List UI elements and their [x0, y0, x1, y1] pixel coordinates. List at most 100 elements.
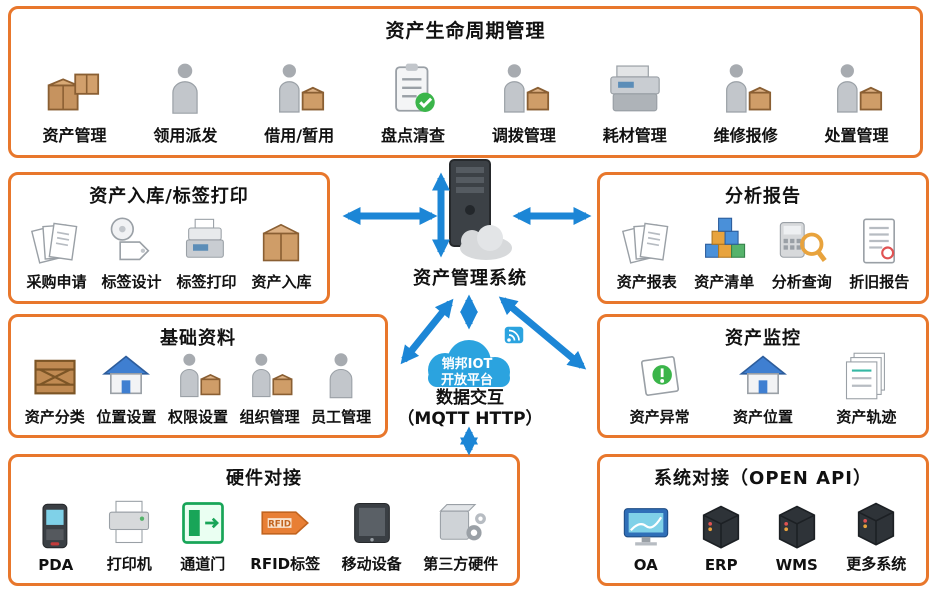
- item-third-party-hardware: 第三方硬件: [423, 497, 498, 574]
- alert-doc-icon: [634, 350, 686, 402]
- system-items: OA ERP WMS 更多系统: [600, 490, 926, 583]
- item-label: 标签打印: [176, 273, 237, 291]
- item-label: 资产报表: [616, 273, 677, 291]
- basic-items: 资产分类 位置设置 权限设置 组织管理 员工管理: [11, 350, 385, 436]
- item-label: 资产管理: [42, 126, 107, 145]
- label-printer-icon: [180, 215, 232, 267]
- item-label: 耗材管理: [602, 126, 667, 145]
- item-asset-trace: 资产轨迹: [836, 350, 896, 427]
- item-label: 分析查询: [771, 273, 832, 291]
- server-tower-icon: [449, 159, 512, 260]
- channel-gate-icon: [177, 497, 229, 549]
- item-label: 更多系统: [846, 555, 907, 573]
- item-label: 第三方硬件: [423, 555, 499, 573]
- panel-lifecycle: 资产生命周期管理 资产管理 领用派发 借用/暂用 盘点清查 调拨管理: [8, 6, 923, 158]
- panel-basic: 基础资料 资产分类 位置设置 权限设置 组织管理 员工管理: [8, 314, 388, 438]
- item-more-systems: 更多系统: [846, 497, 906, 574]
- item-repair: 维修报修: [714, 60, 778, 146]
- data-exchange-label: 数据交互 （MQTT HTTP）: [360, 388, 580, 429]
- person-dispatch-icon: [156, 60, 214, 118]
- item-label: 借用/暂用: [264, 126, 335, 145]
- transfer-cart-icon: [495, 60, 553, 118]
- pda-icon: [30, 500, 82, 552]
- item-label: 资产异常: [629, 408, 690, 426]
- item-channel-gate: 通道门: [177, 497, 229, 574]
- asset-house-icon: [737, 350, 789, 402]
- cloud-text-line1: 销邦IOT: [442, 356, 493, 372]
- item-label: 折旧报告: [849, 273, 910, 291]
- item-label: 维修报修: [713, 126, 778, 145]
- wms-server-icon: [771, 500, 823, 552]
- disposal-person-icon: [828, 60, 886, 118]
- monitor-items: 资产异常 资产位置 资产轨迹: [600, 350, 926, 436]
- repair-person-icon: [717, 60, 775, 118]
- cartons-icon: [45, 60, 103, 118]
- item-asset-category: 资产分类: [25, 350, 85, 427]
- item-label: 资产轨迹: [836, 408, 897, 426]
- item-label: 处置管理: [824, 126, 889, 145]
- item-label: 位置设置: [96, 408, 157, 426]
- item-erp: ERP: [695, 500, 747, 574]
- item-label: 调拨管理: [491, 126, 556, 145]
- item-label: 资产位置: [732, 408, 793, 426]
- item-disposal: 处置管理: [825, 60, 889, 146]
- item-rfid-tag: RFID RFID标签: [250, 497, 320, 574]
- item-label: 通道门: [180, 555, 226, 573]
- calc-search-icon: [776, 215, 828, 267]
- item-pda: PDA: [30, 500, 82, 574]
- item-label: 员工管理: [311, 408, 372, 426]
- panel-title: 分析报告: [725, 186, 801, 207]
- panel-title: 资产生命周期管理: [385, 20, 546, 42]
- panel-system: 系统对接（OPEN API） OA ERP WMS 更多系统: [597, 454, 929, 586]
- org-person-icon: [244, 350, 296, 402]
- more-systems-server-icon: [850, 497, 902, 549]
- person-borrow-icon: [270, 60, 328, 118]
- rfid-tag-icon: RFID: [259, 497, 311, 549]
- item-label: 资产清单: [694, 273, 755, 291]
- item-label: 权限设置: [167, 408, 228, 426]
- item-label: 采购申请: [26, 273, 87, 291]
- item-asset-location: 资产位置: [733, 350, 793, 427]
- wooden-crate-icon: [29, 350, 81, 402]
- item-dispatch: 领用派发: [153, 60, 217, 146]
- oa-monitor-icon: [620, 500, 672, 552]
- panel-inbound: 资产入库/标签打印 采购申请 标签设计 标签打印 资产入库: [8, 172, 330, 304]
- item-location-setting: 位置设置: [96, 350, 156, 427]
- item-label: 打印机: [106, 555, 152, 573]
- inbound-items: 采购申请 标签设计 标签打印 资产入库: [11, 208, 327, 301]
- data-exchange-line1: 数据交互: [436, 388, 504, 408]
- inbound-box-icon: [255, 215, 307, 267]
- item-depreciation-report: 折旧报告: [849, 215, 909, 292]
- item-label: 资产入库: [251, 273, 312, 291]
- item-label: 标签设计: [101, 273, 162, 291]
- item-oa: OA: [620, 500, 672, 574]
- item-staff-management: 员工管理: [311, 350, 371, 427]
- item-label: PDA: [38, 556, 74, 574]
- item-label: RFID标签: [250, 555, 321, 573]
- item-consumables: 耗材管理: [603, 60, 667, 146]
- panel-title: 基础资料: [160, 328, 236, 349]
- item-label: OA: [633, 556, 658, 574]
- copier-icon: [606, 60, 664, 118]
- item-tag-design: 标签设计: [101, 215, 162, 292]
- iot-badge-icon: [503, 325, 525, 345]
- item-label: 移动设备: [341, 555, 402, 573]
- permission-person-icon: [172, 350, 224, 402]
- panel-monitor: 资产监控 资产异常 资产位置 资产轨迹: [597, 314, 929, 438]
- item-tag-print: 标签打印: [176, 215, 237, 292]
- cloud-text-line2: 开放平台: [441, 372, 493, 388]
- item-transfer: 调拨管理: [492, 60, 556, 146]
- analysis-items: 资产报表 资产清单 分析查询 折旧报告: [600, 208, 926, 301]
- iot-cloud-icon: 销邦IOT 开放平台: [428, 325, 525, 388]
- item-asset-list: 资产清单: [694, 215, 754, 292]
- printer-icon: [103, 497, 155, 549]
- item-label: ERP: [704, 556, 738, 574]
- item-stocktake: 盘点清查: [381, 60, 445, 146]
- item-org-management: 组织管理: [240, 350, 300, 427]
- inventory-check-icon: [384, 60, 442, 118]
- panel-title: 硬件对接: [226, 468, 302, 489]
- erp-server-icon: [695, 500, 747, 552]
- item-purchase-request: 采购申请: [26, 215, 87, 292]
- inventory-cubes-icon: [698, 215, 750, 267]
